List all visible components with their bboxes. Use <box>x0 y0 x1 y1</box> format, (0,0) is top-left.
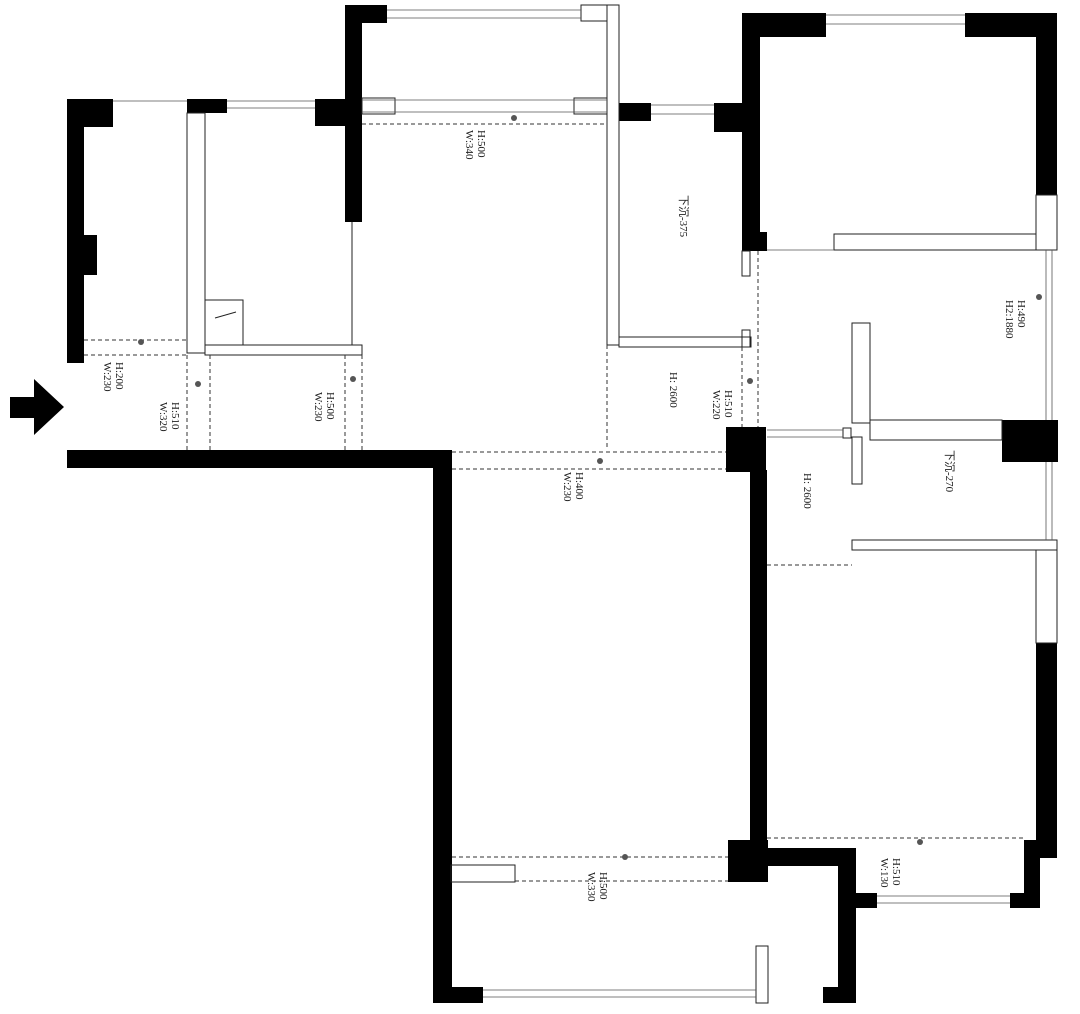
label-line: W:320 <box>157 402 169 432</box>
label-sunken-270: 下沉-270 <box>943 450 956 493</box>
label-line: W:130 <box>878 858 890 888</box>
label-beam-b: H:200W:230 <box>101 362 125 392</box>
label-beam-f: H:490H2:1880 <box>1003 300 1027 339</box>
walls <box>67 5 1058 1003</box>
windows <box>113 9 1053 998</box>
label-line: W:330 <box>585 872 597 902</box>
label-line: W:340 <box>463 130 475 160</box>
label-line: W:220 <box>710 390 722 420</box>
beam-markers <box>138 115 1042 860</box>
label-line: H:500 <box>324 392 336 420</box>
label-beam-h: H:500W:330 <box>585 872 609 902</box>
label-beam-i: H:510W:130 <box>878 858 902 888</box>
entrance-arrow-icon <box>10 379 64 435</box>
partitions <box>186 4 1058 1004</box>
label-beam-a: H:500W:340 <box>463 130 487 160</box>
label-line: W:230 <box>101 362 113 392</box>
label-line: H:510 <box>890 858 902 886</box>
label-line: H: 2600 <box>801 473 813 509</box>
label-line: 下沉-375 <box>677 195 690 238</box>
label-line: H:510 <box>722 390 734 418</box>
label-line: H:500 <box>597 872 609 900</box>
label-sunken-375: 下沉-375 <box>677 195 690 238</box>
label-line: 下沉-270 <box>943 450 956 493</box>
label-line: H:200 <box>113 362 125 390</box>
label-line: H:510 <box>169 402 181 430</box>
beam-lines <box>84 123 1024 882</box>
label-line: H: 2600 <box>667 372 679 408</box>
label-beam-d: H:500W:230 <box>312 392 336 422</box>
label-line: H:500 <box>475 130 487 158</box>
label-line: H:400 <box>573 472 585 500</box>
label-line: W:230 <box>561 472 573 502</box>
label-height-2600-a: H: 2600 <box>667 372 679 408</box>
label-height-2600-b: H: 2600 <box>801 473 813 509</box>
label-beam-e: H:510W:220 <box>710 390 734 420</box>
label-beam-g: H:400W:230 <box>561 472 585 502</box>
label-line: H:490 <box>1015 300 1027 328</box>
label-line: H2:1880 <box>1003 300 1015 339</box>
labels: H:500W:340 H:200W:230 H:510W:320 H:500W:… <box>101 130 1027 902</box>
label-line: W:230 <box>312 392 324 422</box>
label-beam-c: H:510W:320 <box>157 402 181 432</box>
